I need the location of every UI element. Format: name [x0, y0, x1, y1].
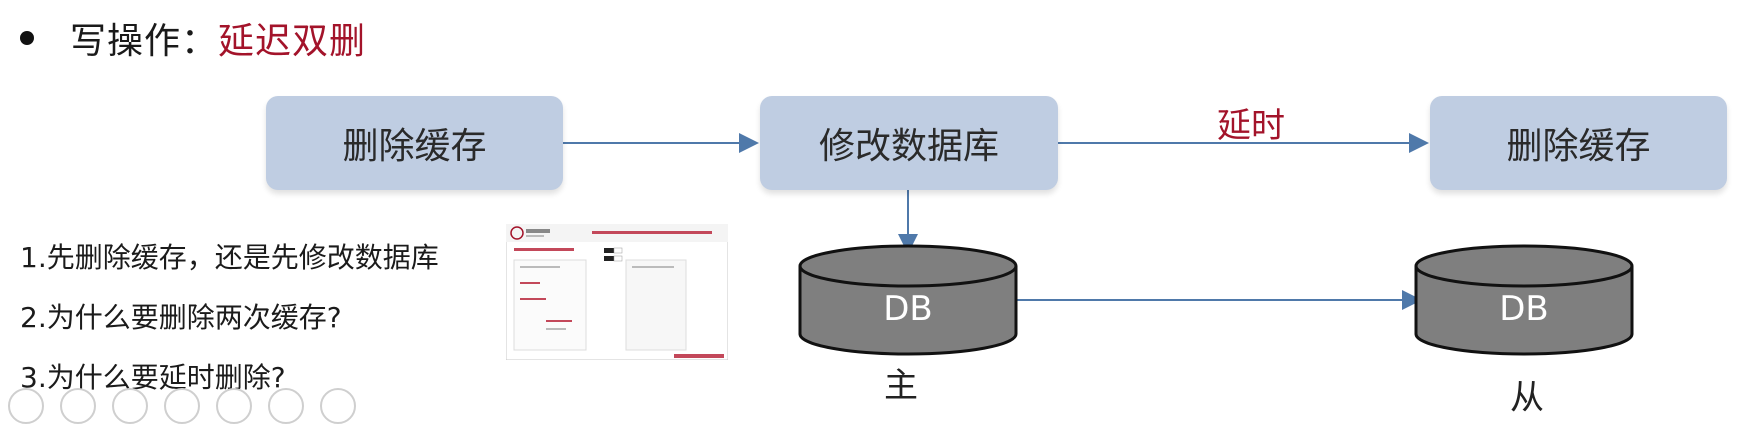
db-slave-label: 从	[1510, 378, 1544, 418]
delay-label: 延时	[1217, 106, 1285, 146]
db-slave-cylinder: DB	[1414, 244, 1634, 356]
heading-accent: 延迟双删	[218, 21, 367, 62]
bottom-toolbar	[0, 388, 356, 424]
document-icon[interactable]	[112, 388, 148, 424]
heading-prefix: 写操作：	[70, 21, 219, 62]
bullet-icon	[20, 31, 34, 45]
db-master-label: 主	[884, 366, 918, 406]
question-1: 1.先删除缓存，还是先修改数据库	[20, 241, 439, 274]
question-3: 3.为什么要延时删除?	[20, 361, 286, 394]
db-master-text: DB	[883, 289, 933, 329]
delete-cache-box-2: 删除缓存	[1430, 96, 1727, 190]
delete-cache-box-1: 删除缓存	[266, 96, 563, 190]
slide-thumbnail[interactable]	[506, 224, 728, 360]
draw-icon[interactable]	[268, 388, 304, 424]
more-icon[interactable]	[320, 388, 356, 424]
db-master-cylinder: DB	[798, 244, 1018, 356]
brush-icon[interactable]	[60, 388, 96, 424]
question-2: 2.为什么要删除两次缓存?	[20, 301, 342, 334]
heading-text: 写操作：延迟双删	[70, 12, 366, 64]
search-icon[interactable]	[164, 388, 200, 424]
flow-arrows: DB DB	[563, 133, 1634, 356]
db-slave-text: DB	[1499, 289, 1549, 329]
pen-icon[interactable]	[8, 388, 44, 424]
screen-icon[interactable]	[216, 388, 252, 424]
update-db-box: 修改数据库	[760, 96, 1058, 190]
page-heading: 写操作：延迟双删	[20, 12, 366, 64]
